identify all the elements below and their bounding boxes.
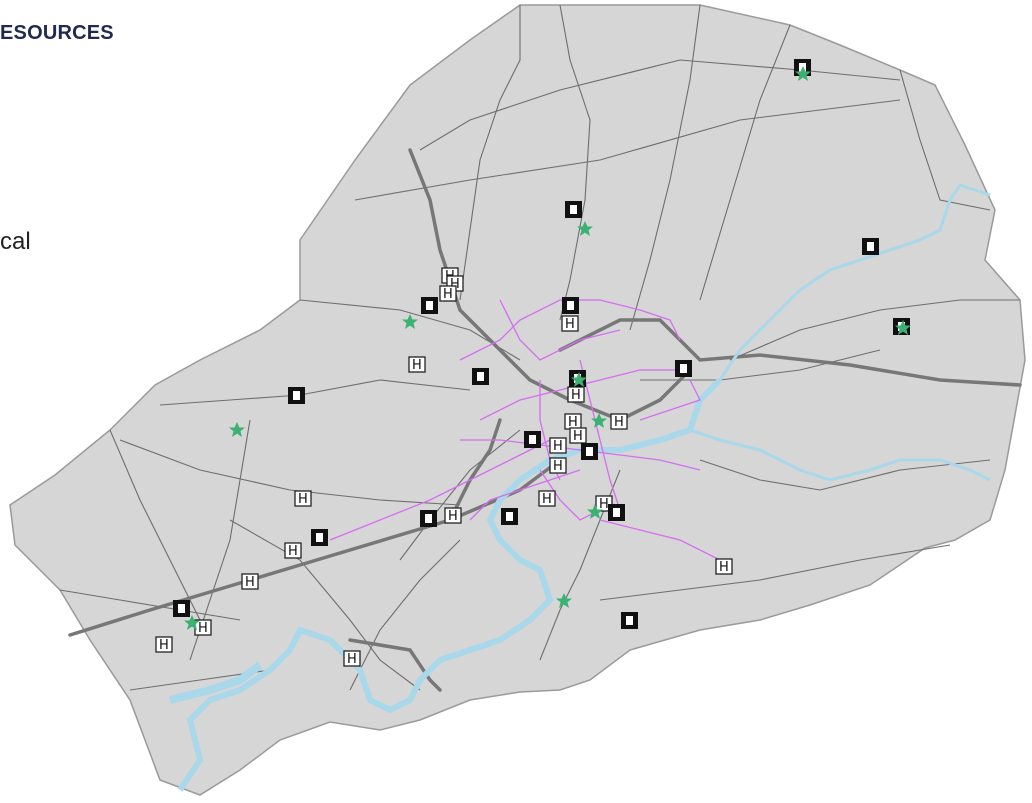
stars[interactable] [184,66,911,630]
svg-text:H: H [198,621,208,636]
hospital-icon[interactable]: H [569,427,587,444]
svg-text:H: H [298,492,308,507]
svg-text:H: H [568,415,578,430]
hospital-icon[interactable]: H [241,573,259,590]
hospital-icon[interactable]: H [343,650,361,667]
star-icon[interactable] [402,314,418,329]
library-icon[interactable] [311,529,328,546]
star-icon[interactable] [571,372,587,387]
library-icon[interactable] [608,504,625,521]
hospital-icon[interactable]: H [538,490,556,507]
library-icon[interactable] [621,612,638,629]
library-icon[interactable] [675,360,692,377]
library-icon[interactable] [501,508,518,525]
side-label: cal [0,228,31,255]
hospital-icon[interactable]: H [561,315,579,332]
svg-text:H: H [553,439,563,454]
star-icon[interactable] [795,66,811,81]
county-land [9,4,1026,796]
star-icon[interactable] [184,615,200,630]
library-icon[interactable] [524,431,541,448]
svg-text:H: H [571,388,581,403]
svg-text:H: H [347,652,357,667]
svg-text:H: H [448,509,458,524]
star-icon[interactable] [587,504,603,519]
hospital-icon[interactable]: H [549,437,567,454]
library-icon[interactable] [472,368,489,385]
star-icon[interactable] [591,413,607,428]
hospital-icon[interactable]: H [439,285,457,302]
star-icon[interactable] [895,320,911,335]
library-icon[interactable] [421,297,438,314]
svg-text:H: H [245,575,255,590]
hospitals[interactable]: H H H H H H H H H H H H H H H H H H H H … [155,267,733,667]
star-icon[interactable] [577,221,593,236]
svg-text:H: H [599,497,609,512]
svg-text:H: H [443,287,453,302]
hospital-icon[interactable]: H [155,636,173,653]
library-icon[interactable] [288,387,305,404]
star-icon[interactable] [229,422,245,437]
library-icon[interactable] [581,443,598,460]
transit-routes [329,299,721,561]
svg-text:H: H [288,544,298,559]
svg-text:H: H [565,317,575,332]
library-icon[interactable] [420,510,437,527]
library-icon[interactable] [562,297,579,314]
star-icon[interactable] [556,593,572,608]
hospital-icon[interactable]: H [284,542,302,559]
hospital-icon[interactable]: H [549,457,567,474]
svg-text:H: H [159,638,169,653]
hospital-icon[interactable]: H [444,507,462,524]
svg-text:H: H [573,429,583,444]
hospital-icon[interactable]: H [567,386,585,403]
hospital-icon[interactable]: H [408,356,426,373]
library-icon[interactable] [565,201,582,218]
svg-text:H: H [719,560,729,575]
library-icon[interactable] [862,238,879,255]
svg-text:H: H [553,459,563,474]
svg-text:H: H [412,358,422,373]
rivers [169,183,991,792]
svg-text:H: H [614,415,624,430]
hospital-icon[interactable]: H [610,413,628,430]
hospital-icon[interactable]: H [294,490,312,507]
library-icon[interactable] [173,600,190,617]
svg-text:H: H [450,277,460,292]
svg-text:H: H [542,492,552,507]
map-heading: ESOURCES [0,22,114,44]
hospital-icon[interactable]: H [715,558,733,575]
